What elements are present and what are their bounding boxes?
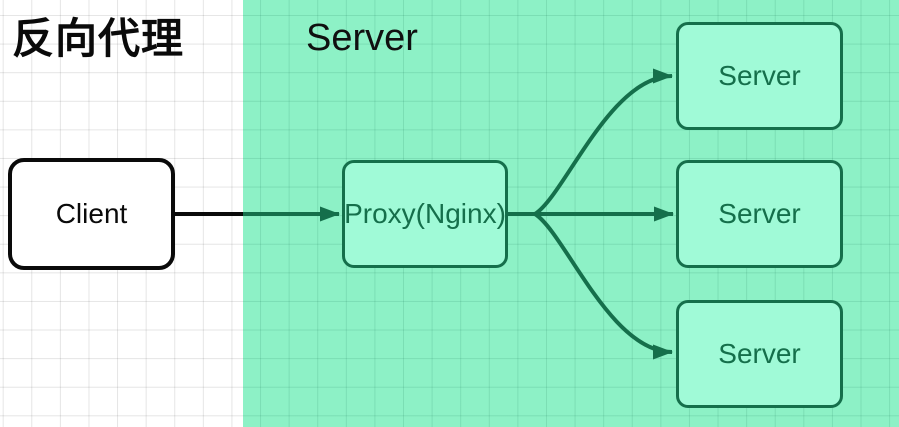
node-client[interactable]: Client — [8, 158, 175, 270]
node-server-bottom[interactable]: Server — [676, 300, 843, 408]
node-server-middle[interactable]: Server — [676, 160, 843, 268]
node-server-top-label: Server — [718, 60, 801, 91]
node-server-middle-label: Server — [718, 198, 801, 229]
diagram-title: 反向代理 — [12, 15, 185, 62]
node-proxy[interactable]: Proxy(Nginx) — [342, 160, 508, 268]
server-region-label: Server — [306, 17, 418, 59]
node-server-top[interactable]: Server — [676, 22, 843, 130]
node-server-bottom-label: Server — [718, 338, 801, 369]
node-client-label: Client — [55, 198, 128, 229]
node-proxy-label: Proxy(Nginx) — [344, 198, 506, 229]
